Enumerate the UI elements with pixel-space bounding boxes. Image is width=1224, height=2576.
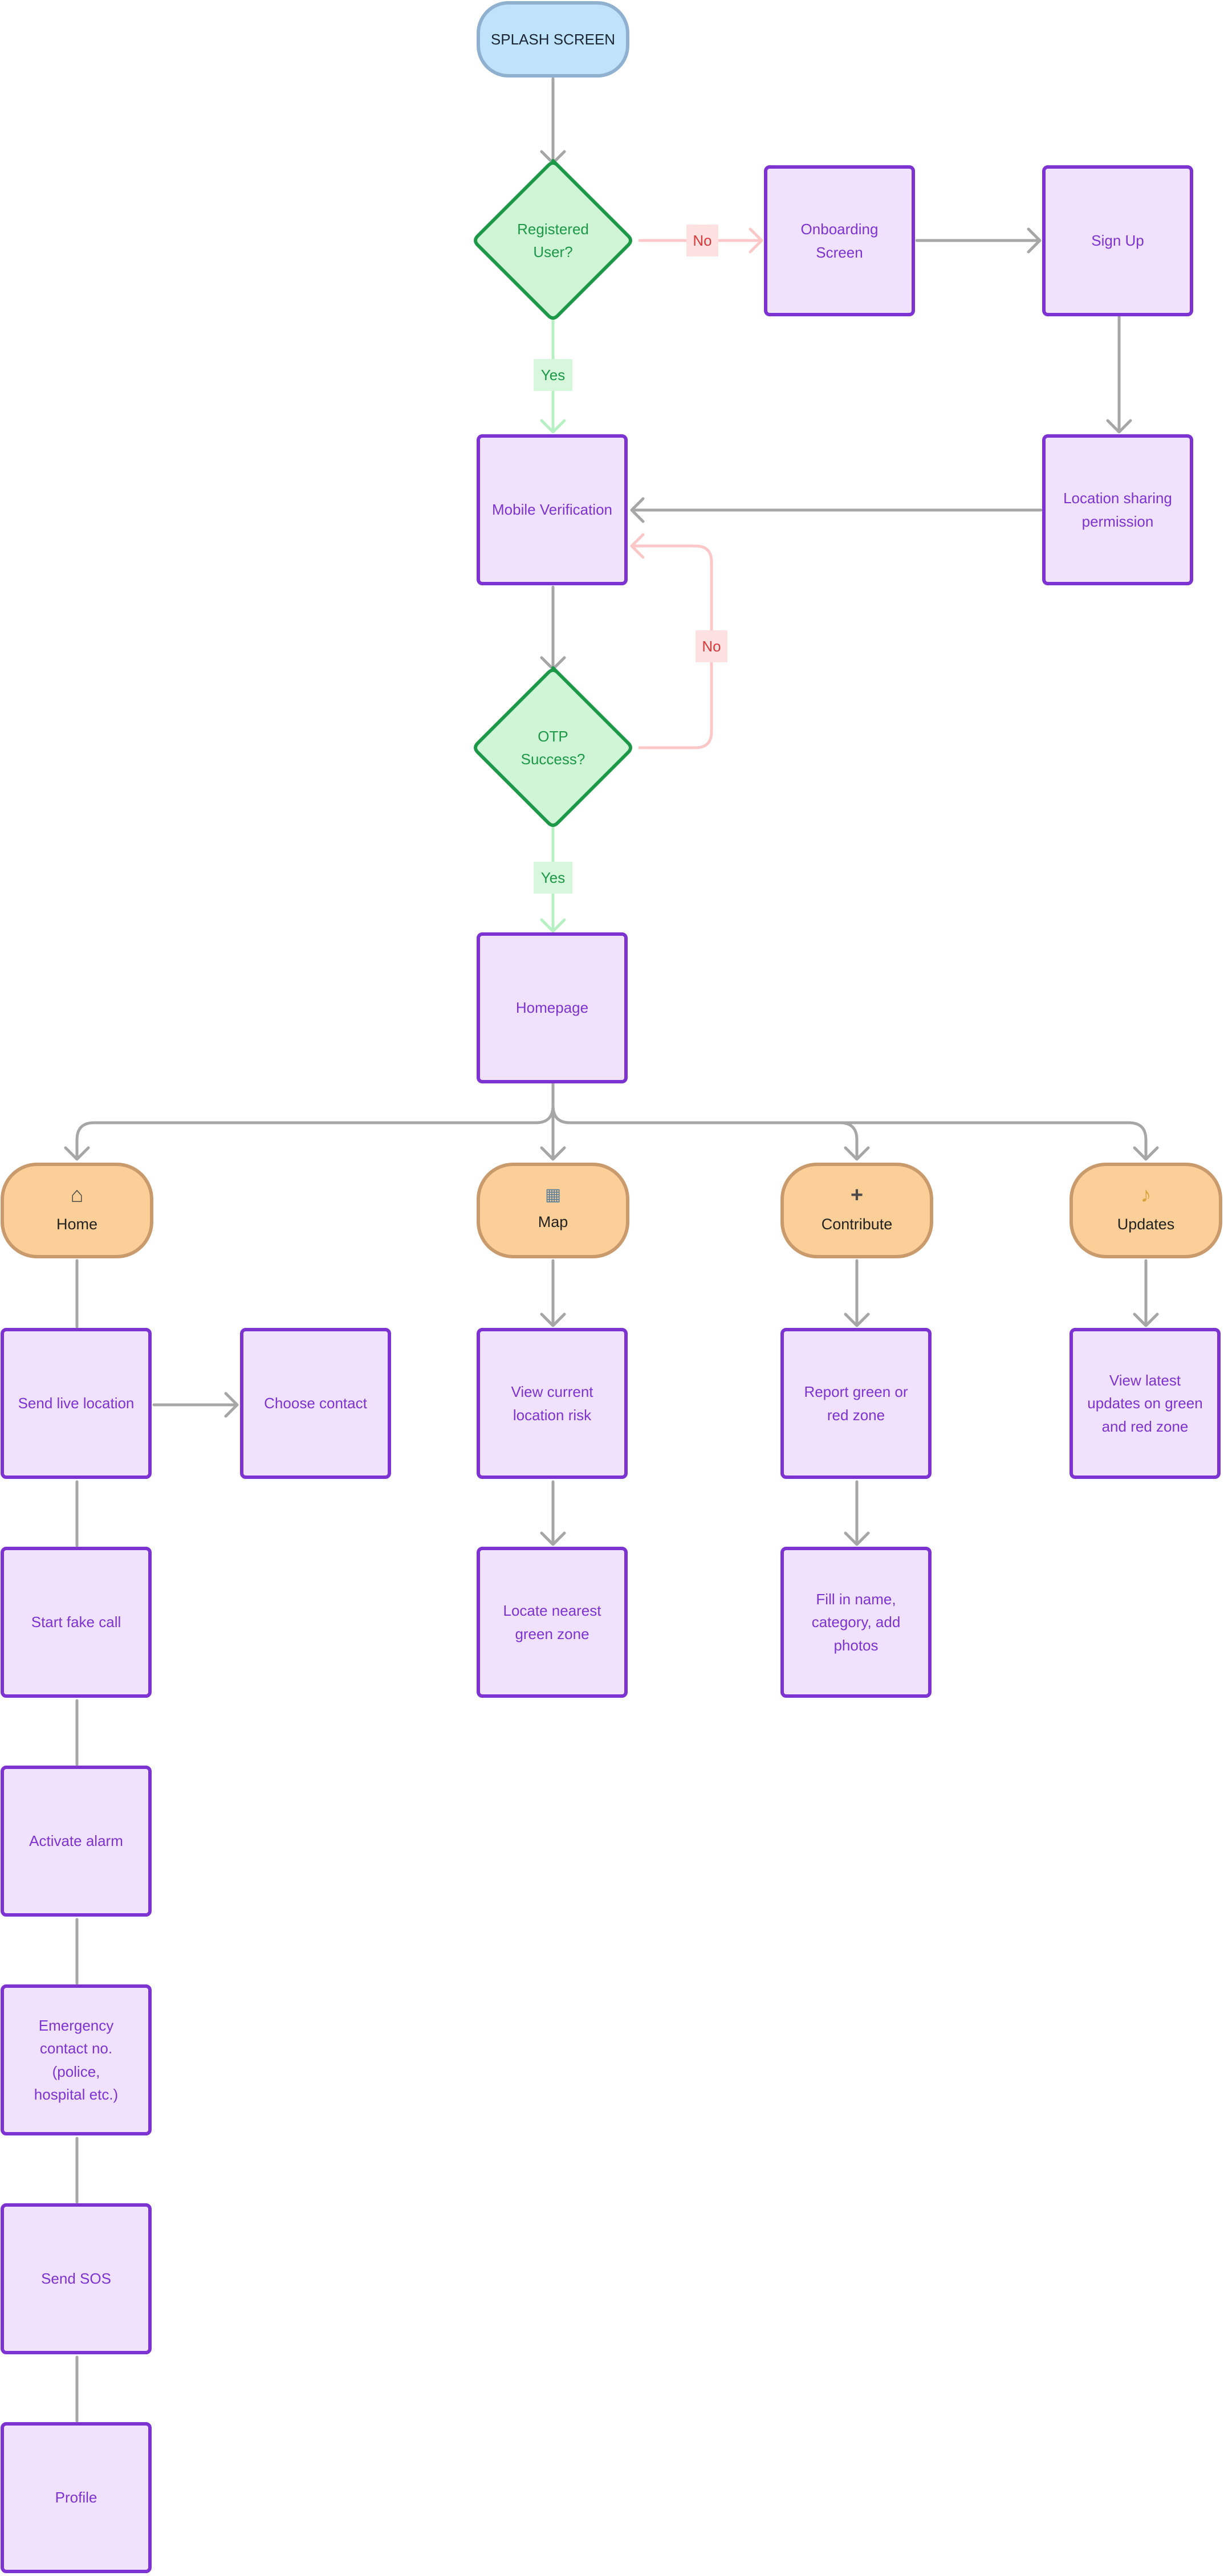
- contribute-terminal: + Contribute: [780, 1163, 933, 1258]
- onboarding-screen-node: Onboarding Screen: [764, 165, 915, 316]
- mobile-verification-label: Mobile Verification: [492, 501, 612, 519]
- send-sos-label: Send SOS: [41, 2270, 111, 2288]
- location-sharing-node: Location sharing permission: [1042, 434, 1193, 585]
- send-live-location-label: Send live location: [18, 1395, 135, 1412]
- edge-label-yes: Yes: [534, 862, 572, 894]
- bell-icon: ♪: [1140, 1183, 1152, 1208]
- edge-report-to-fillin: [844, 1480, 870, 1546]
- send-sos-node: Send SOS: [1, 2203, 152, 2354]
- edge-label-no: No: [686, 225, 718, 256]
- plus-icon: +: [850, 1183, 864, 1208]
- emergency-contact-label: Emergency contact no. (police, hospital …: [34, 2016, 119, 2103]
- edge-updates-to-viewlatest: [1133, 1259, 1159, 1327]
- view-latest-updates-label: View latest updates on green and red zon…: [1087, 1372, 1203, 1435]
- map-terminal: ▦ Map: [477, 1163, 629, 1258]
- edge-label-yes: Yes: [534, 359, 572, 391]
- edge-homepage-to-contribute: [551, 1104, 870, 1161]
- emergency-contact-node: Emergency contact no. (police, hospital …: [1, 1984, 152, 2135]
- fill-in-details-node: Fill in name, category, add photos: [780, 1547, 932, 1698]
- splash-screen-node: SPLASH SCREEN: [477, 1, 629, 78]
- edge-onboarding-to-signup: [915, 227, 1042, 254]
- updates-label: Updates: [1117, 1216, 1175, 1233]
- mobile-verification-node: Mobile Verification: [477, 434, 628, 585]
- diamond-shape: [474, 666, 632, 827]
- edge-viewrisk-to-locate: [540, 1480, 566, 1546]
- registered-user-decision: Registered User?: [467, 155, 639, 326]
- edge-location-to-mobile: [630, 497, 1043, 523]
- activate-alarm-node: Activate alarm: [1, 1766, 152, 1917]
- splash-screen-label: SPLASH SCREEN: [490, 30, 616, 48]
- profile-node: Profile: [1, 2422, 152, 2573]
- start-fake-call-label: Start fake call: [31, 1613, 121, 1631]
- otp-success-decision: OTP Success?: [467, 662, 639, 833]
- otp-success-label: OTP Success?: [520, 727, 585, 768]
- home-label: Home: [56, 1216, 98, 1233]
- choose-contact-label: Choose contact: [264, 1395, 367, 1412]
- edge-homepage-to-home: [64, 1081, 555, 1161]
- edge-signup-to-location: [1106, 315, 1132, 434]
- locate-green-zone-node: Locate nearest green zone: [477, 1547, 628, 1698]
- view-current-risk-label: View current location risk: [511, 1383, 593, 1424]
- house-icon: ⌂: [70, 1183, 84, 1208]
- report-zone-node: Report green or red zone: [780, 1328, 932, 1479]
- edge-homepage-to-updates: [551, 1104, 1159, 1161]
- updates-terminal: ♪ Updates: [1070, 1163, 1222, 1258]
- send-live-location-node: Send live location: [1, 1328, 152, 1479]
- edge-sendlive-to-choosecontact: [152, 1392, 239, 1418]
- choose-contact-node: Choose contact: [240, 1328, 391, 1479]
- profile-label: Profile: [55, 2489, 97, 2506]
- edge-contribute-to-report: [844, 1259, 870, 1327]
- view-latest-updates-node: View latest updates on green and red zon…: [1070, 1328, 1221, 1479]
- sign-up-node: Sign Up: [1042, 165, 1193, 316]
- location-sharing-label: Location sharing permission: [1063, 490, 1172, 530]
- report-zone-label: Report green or red zone: [804, 1383, 908, 1424]
- contribute-label: Contribute: [821, 1216, 893, 1233]
- sign-up-label: Sign Up: [1091, 232, 1144, 250]
- view-current-risk-node: View current location risk: [477, 1328, 628, 1479]
- edge-map-to-viewrisk: [540, 1259, 566, 1327]
- fill-in-details-label: Fill in name, category, add photos: [811, 1591, 901, 1654]
- start-fake-call-node: Start fake call: [1, 1547, 152, 1698]
- activate-alarm-label: Activate alarm: [29, 1832, 123, 1850]
- homepage-node: Homepage: [477, 932, 628, 1083]
- edge-splash-to-registered: [540, 77, 566, 165]
- edge-label-no: No: [696, 630, 727, 662]
- map-label: Map: [538, 1213, 568, 1231]
- registered-user-label: Registered User?: [517, 220, 589, 260]
- home-terminal: ⌂ Home: [1, 1163, 153, 1258]
- edge-mobile-to-otp: [540, 585, 566, 671]
- map-icon: ▦: [544, 1185, 562, 1205]
- diamond-shape: [474, 159, 632, 320]
- onboarding-screen-label: Onboarding Screen: [800, 221, 879, 261]
- edge-homepage-to-map: [540, 1104, 566, 1161]
- homepage-label: Homepage: [515, 999, 589, 1017]
- locate-green-zone-label: Locate nearest green zone: [503, 1602, 601, 1642]
